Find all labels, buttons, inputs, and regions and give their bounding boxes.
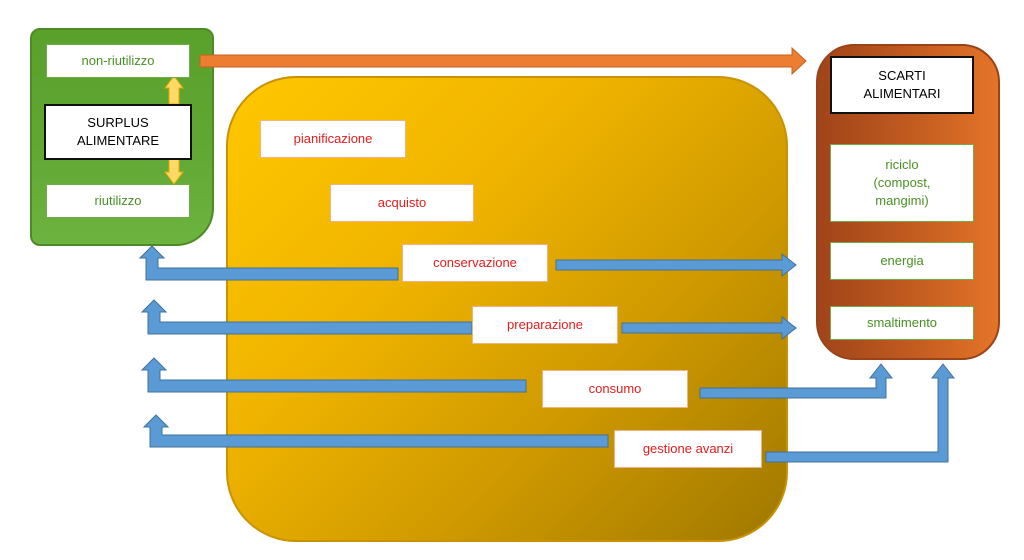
arrow-consumption-to-surplus	[140, 357, 527, 393]
waste-title-box: SCARTI ALIMENTARI	[830, 56, 974, 114]
stage-consumption-box: consumo	[542, 370, 688, 408]
arrow-leftovers-to-surplus	[142, 414, 609, 448]
surplus-title-box: SURPLUS ALIMENTARE	[44, 104, 192, 160]
stage-purchase-label: acquisto	[377, 195, 427, 210]
arrow-surplus-to-reuse	[164, 155, 184, 185]
energy-label: energia	[880, 253, 924, 268]
non-reuse-box: non-riutilizzo	[46, 44, 190, 78]
stage-leftovers-box: gestione avanzi	[614, 430, 762, 468]
recycle-box: riciclo (compost, mangimi)	[830, 144, 974, 222]
stage-planning-label: pianificazione	[293, 131, 373, 146]
stage-purchase-box: acquisto	[330, 184, 474, 222]
energy-box: energia	[830, 242, 974, 280]
arrow-preparation-to-surplus	[140, 299, 473, 335]
arrow-consumption-to-disposal	[699, 363, 894, 399]
arrow-nonreuse-to-waste	[199, 46, 807, 76]
surplus-title: SURPLUS ALIMENTARE	[76, 115, 160, 148]
disposal-box: smaltimento	[830, 306, 974, 340]
arrow-storage-to-energy	[555, 252, 797, 278]
stage-consumption-label: consumo	[588, 381, 642, 396]
arrow-storage-to-surplus	[138, 245, 399, 281]
reuse-box: riutilizzo	[46, 184, 190, 218]
recycle-label: riciclo (compost, mangimi)	[873, 157, 931, 208]
waste-title: SCARTI ALIMENTARI	[863, 68, 941, 101]
stage-storage-label: conservazione	[433, 255, 517, 270]
stage-preparation-box: preparazione	[472, 306, 618, 344]
stage-preparation-label: preparazione	[507, 317, 583, 332]
non-reuse-label: non-riutilizzo	[81, 53, 155, 68]
arrow-preparation-to-disposal	[621, 315, 797, 341]
arrow-surplus-to-nonreuse	[164, 75, 184, 105]
stage-storage-box: conservazione	[402, 244, 548, 282]
arrow-leftovers-to-disposal	[765, 363, 956, 463]
stage-planning-box: pianificazione	[260, 120, 406, 158]
stage-leftovers-label: gestione avanzi	[642, 441, 734, 456]
reuse-label: riutilizzo	[94, 193, 142, 208]
disposal-label: smaltimento	[866, 315, 938, 330]
